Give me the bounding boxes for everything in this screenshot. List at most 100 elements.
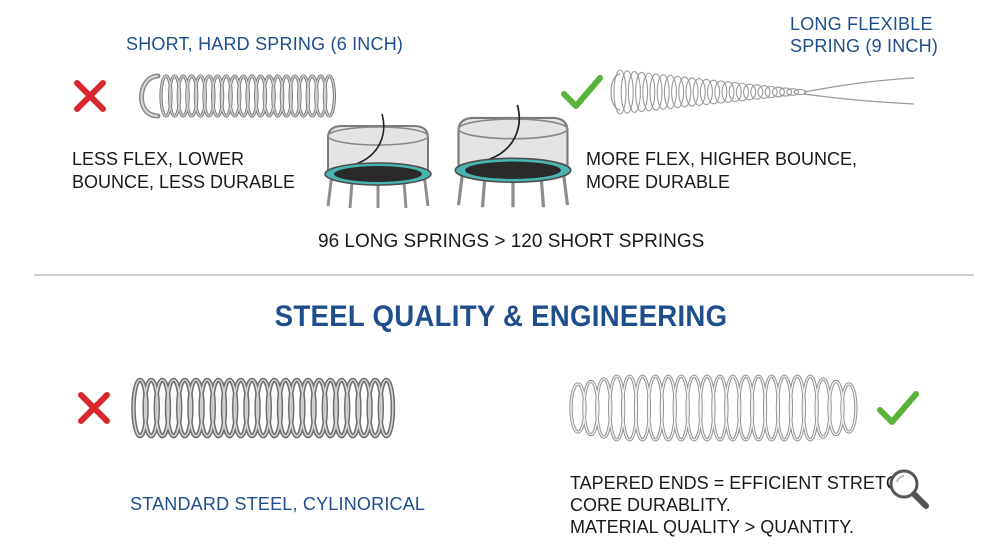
long-spring-label: LONG FLEXIBLE SPRING (9 INCH) (790, 13, 938, 57)
spring-tail (803, 77, 915, 93)
tapered-caption-line-3: MATERIAL QUALITY > QUANTITY. (570, 517, 854, 537)
spring-coil (177, 75, 189, 117)
check-icon (877, 391, 919, 425)
spring-coil (841, 383, 857, 433)
trampoline-net-rim (327, 126, 429, 146)
short-spring-illustration (139, 73, 336, 119)
spring-coil (649, 73, 663, 111)
spring-coil (763, 375, 780, 441)
spring-coil (237, 75, 250, 117)
spring-coil (737, 375, 754, 441)
spring-coil (634, 375, 651, 441)
spring-coil (647, 375, 664, 441)
spring-coil (186, 75, 198, 117)
long-spring-label-line-2: SPRING (9 INCH) (790, 36, 939, 56)
trampoline-rope (355, 113, 385, 165)
spring-coil (699, 375, 715, 441)
spring-coil (678, 76, 692, 108)
spring-coil (267, 379, 282, 437)
spring-coil (671, 75, 685, 109)
short-spring-label: SHORT, HARD SPRING (6 INCH) (126, 34, 404, 54)
spring-coil (609, 375, 625, 441)
spring-coil (627, 71, 641, 113)
spring-count-comparison: 96 LONG SPRINGS > 120 SHORT SPRINGS (318, 231, 705, 252)
spring-coil (168, 75, 181, 117)
spring-coil (211, 75, 224, 117)
spring-coil (233, 379, 249, 437)
long-spring-caption-line-2: MORE DURABLE (586, 172, 731, 192)
trampoline-leg (402, 181, 408, 209)
magnifier-icon (889, 469, 929, 509)
spring-coil (776, 375, 793, 441)
spring-coil (802, 375, 818, 441)
spring-coil (789, 375, 806, 441)
spring-coil (345, 379, 361, 437)
spring-coil (300, 379, 316, 437)
spring-coil (673, 375, 689, 441)
cross-icon (78, 392, 110, 424)
section-divider (34, 274, 974, 276)
spring-coil (692, 78, 706, 106)
spring-coil (757, 85, 771, 99)
spring-coil (289, 75, 301, 117)
spring-coil (211, 379, 226, 437)
spring-coil (815, 378, 831, 438)
tapered-caption-line-2: CORE DURABLITY. (570, 495, 731, 515)
spring-coil (750, 84, 764, 100)
spring-hook (610, 73, 621, 111)
tapered-steel-caption: TAPERED ENDS = EFFICIENT STRETCH, CORE D… (570, 472, 917, 538)
long-spring-caption-line-1: MORE FLEX, HIGHER BOUNCE, (586, 149, 858, 169)
short-spring-caption: LESS FLEX, LOWER BOUNCE, LESS DURABLE (72, 148, 295, 194)
spring-coil (620, 70, 634, 114)
spring-coil (199, 379, 215, 437)
trampoline-leg (480, 178, 487, 208)
tapered-caption-line-1: TAPERED ENDS = EFFICIENT STRETCH, (570, 473, 917, 493)
trampoline-net-rim (457, 118, 569, 140)
trampoline-rope (488, 104, 521, 161)
spring-coil (621, 375, 638, 441)
spring-hook (139, 73, 161, 119)
trampoline-mat (334, 166, 422, 182)
spring-coil (613, 69, 627, 115)
spring-coil (177, 379, 193, 437)
spring-coil (714, 80, 728, 104)
spring-coil (570, 383, 586, 433)
spring-coil (289, 379, 305, 437)
spring-coil (323, 379, 338, 437)
spring-coil (278, 379, 293, 437)
spring-coil (229, 75, 241, 117)
spring-coil (188, 379, 204, 437)
spring-coil (721, 81, 735, 103)
long-spring-label-line-1: LONG FLEXIBLE (790, 14, 933, 34)
long-spring-caption: MORE FLEX, HIGHER BOUNCE, MORE DURABLE (586, 148, 857, 194)
spring-coil (255, 379, 271, 437)
spring-coil (315, 75, 327, 117)
spring-coil (263, 75, 275, 117)
spring-coil (155, 379, 170, 437)
short-spring-caption-line-2: BOUNCE, LESS DURABLE (72, 172, 296, 192)
spring-coil (786, 88, 800, 96)
spring-coil (166, 379, 181, 437)
spring-coil (728, 81, 742, 103)
standard-steel-spring-illustration (131, 377, 396, 439)
spring-coil (771, 86, 785, 98)
trampoline-right-illustration (454, 104, 572, 208)
spring-coil (583, 380, 599, 436)
spring-coil (743, 83, 757, 101)
spring-coil (280, 75, 292, 117)
spring-coil (712, 375, 728, 441)
spring-coil (699, 78, 713, 106)
spring-coil (596, 378, 612, 438)
spring-tail (803, 93, 915, 105)
spring-coil (203, 75, 215, 117)
spring-coil (828, 380, 844, 436)
trampoline-leg (539, 178, 546, 208)
spring-coil (244, 379, 260, 437)
spring-coil (298, 75, 310, 117)
cross-icon (74, 80, 106, 112)
spring-coil (642, 72, 656, 112)
check-icon (561, 75, 603, 109)
spring-coil (160, 75, 172, 117)
spring-hook-highlight (140, 75, 159, 117)
trampoline-mat (465, 161, 561, 179)
